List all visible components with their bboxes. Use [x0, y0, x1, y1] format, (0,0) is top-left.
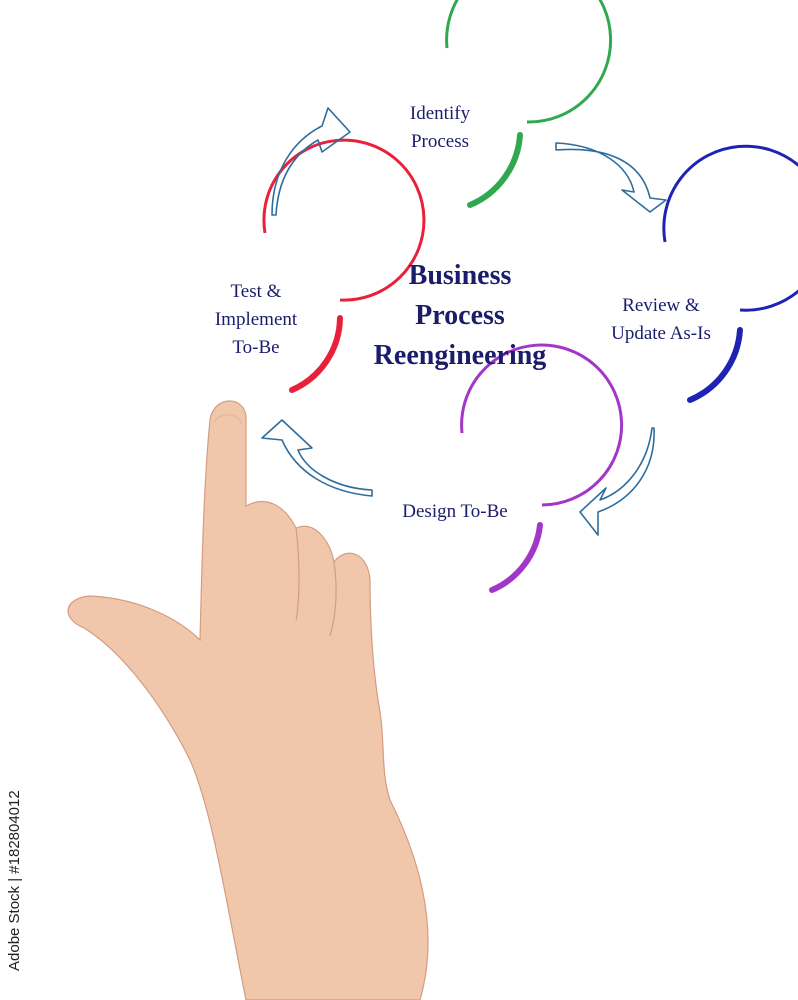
step-label-design: Design To-Be: [402, 501, 508, 522]
step-circle-review: [662, 144, 798, 403]
arrow-test-to-identify: [271, 107, 351, 216]
step-circle-identify: [445, 0, 613, 208]
diagram-title: Business Process Reengineering: [373, 260, 547, 371]
step-label-review: Review & Update As-Is: [611, 295, 711, 344]
arrow-identify-to-review: [555, 142, 667, 213]
step-label-identify: Identify Process: [409, 103, 471, 152]
stock-watermark: Adobe Stock | #182804012: [6, 790, 23, 972]
arrow-design-to-test: [261, 419, 373, 497]
step-label-test: Test & Implement To-Be: [214, 281, 298, 358]
step-circle-design: [460, 343, 624, 593]
pointing-hand-image: [67, 400, 429, 1000]
arrow-review-to-design: [579, 427, 655, 536]
